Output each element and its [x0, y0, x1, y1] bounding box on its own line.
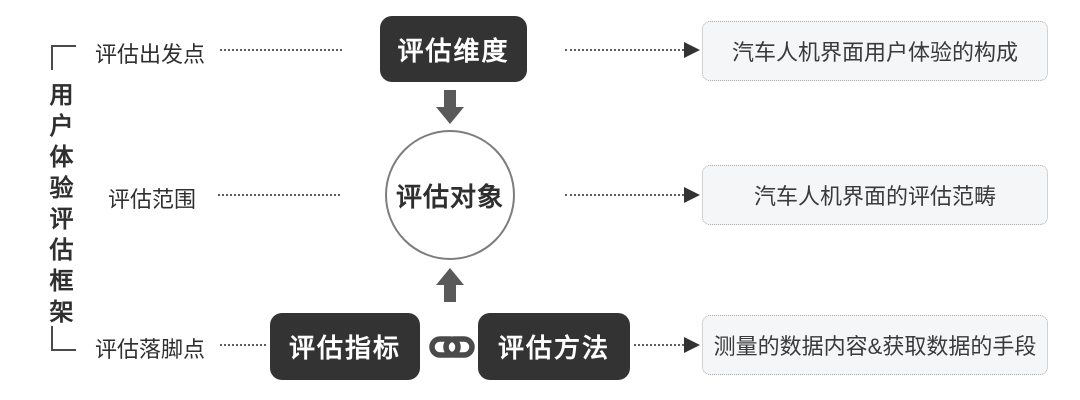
- arrow-right-head: [684, 42, 700, 58]
- row3-label: 评估落脚点: [95, 337, 206, 362]
- chain-link-icon: [429, 330, 475, 364]
- node-evaluation-metrics: 评估指标: [270, 313, 420, 380]
- arrow-up-head: [436, 268, 464, 285]
- frame-bracket-bottom: [51, 326, 76, 351]
- arrow-right-icon: [634, 337, 700, 353]
- row3-dotted-connector: [220, 344, 266, 346]
- arrow-up-icon: [436, 268, 464, 302]
- arrow-right-icon: [565, 187, 700, 203]
- frame-bracket-top: [51, 45, 76, 70]
- arrow-right-line: [565, 194, 684, 196]
- arrow-down-head: [436, 107, 464, 124]
- row1-dotted-connector: [220, 49, 342, 51]
- arrow-right-line: [565, 49, 684, 51]
- node-evaluation-methods: 评估方法: [478, 313, 630, 380]
- arrow-right-icon: [565, 42, 700, 58]
- row1-result-box: 汽车人机界面用户体验的构成: [702, 21, 1048, 81]
- arrow-right-line: [634, 344, 684, 346]
- row2-label: 评估范围: [108, 187, 197, 212]
- row2-dotted-connector: [218, 194, 340, 196]
- arrow-right-head: [684, 337, 700, 353]
- arrow-up-shaft: [444, 285, 456, 302]
- arrow-right-head: [684, 187, 700, 203]
- row1-label: 评估出发点: [95, 42, 206, 67]
- row3-result-box: 测量的数据内容&获取数据的手段: [702, 315, 1048, 375]
- frame-title: 用户体验评估框架: [45, 82, 72, 330]
- row2-result-box: 汽车人机界面的评估范畴: [702, 165, 1048, 225]
- node-evaluation-object: 评估对象: [385, 130, 515, 260]
- node-evaluation-dimension: 评估维度: [380, 16, 527, 82]
- arrow-down-shaft: [444, 90, 456, 107]
- arrow-down-icon: [436, 90, 464, 124]
